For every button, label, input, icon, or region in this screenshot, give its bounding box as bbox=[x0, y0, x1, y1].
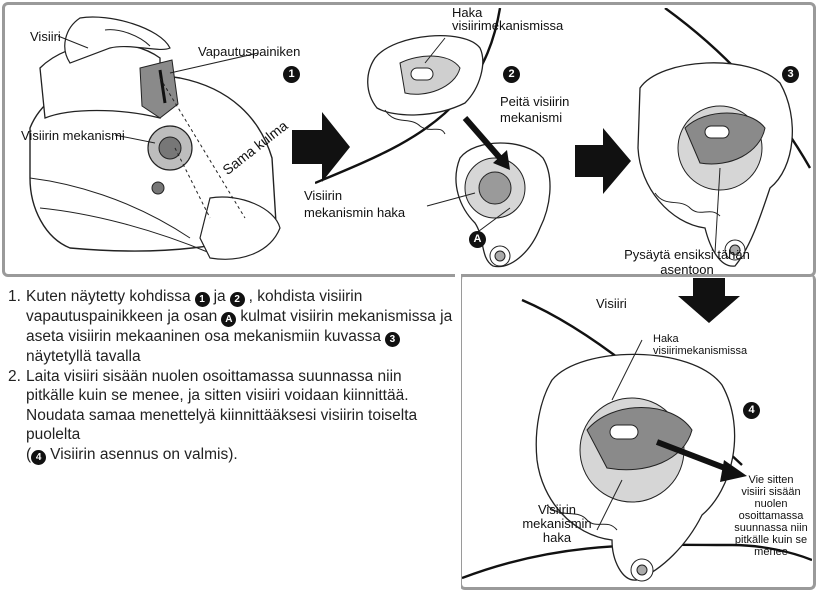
inline-badge-4: 4 bbox=[31, 450, 46, 465]
cover-mechanism-label: Peitä visiirin mekanismi bbox=[500, 94, 569, 126]
hook-in-mechanism-label: Haka visiirimekanismissa bbox=[452, 6, 563, 32]
step-3-badge: 3 bbox=[782, 66, 799, 83]
instruction-2: 2. Laita visiiri sisään nuolen osoittama… bbox=[8, 367, 454, 465]
panel-divider bbox=[455, 274, 461, 592]
step-1-badge: 1 bbox=[283, 66, 300, 83]
inline-badge-1: 1 bbox=[195, 292, 210, 307]
mechanism-hook-label-4: Visiirin mekanismin haka bbox=[512, 503, 602, 545]
inline-badge-2: 2 bbox=[230, 292, 245, 307]
visor-label-4: Visiiri bbox=[596, 296, 627, 311]
insert-direction-label: Vie sitten visiiri sisään nuolen osoitta… bbox=[726, 474, 816, 558]
inline-badge-3: 3 bbox=[385, 332, 400, 347]
release-button-label: Vapautuspainiken bbox=[198, 44, 300, 59]
mechanism-label: Visiirin mekanismi bbox=[21, 128, 125, 143]
step-2-badge: 2 bbox=[503, 66, 520, 83]
hook-in-mechanism-label-4: Haka visiirimekanismissa bbox=[653, 333, 747, 357]
stop-position-label: Pysäytä ensiksi tähän asentoon bbox=[597, 247, 777, 277]
panel2-illustration bbox=[315, 8, 570, 276]
step-4-badge: 4 bbox=[743, 402, 760, 419]
inline-badge-a: A bbox=[221, 312, 236, 327]
part-a-badge: A bbox=[469, 231, 486, 248]
visor-label: Visiiri bbox=[30, 29, 61, 44]
panel3-illustration bbox=[610, 8, 815, 276]
mechanism-hook-label: Visiirin mekanismin haka bbox=[304, 187, 405, 221]
